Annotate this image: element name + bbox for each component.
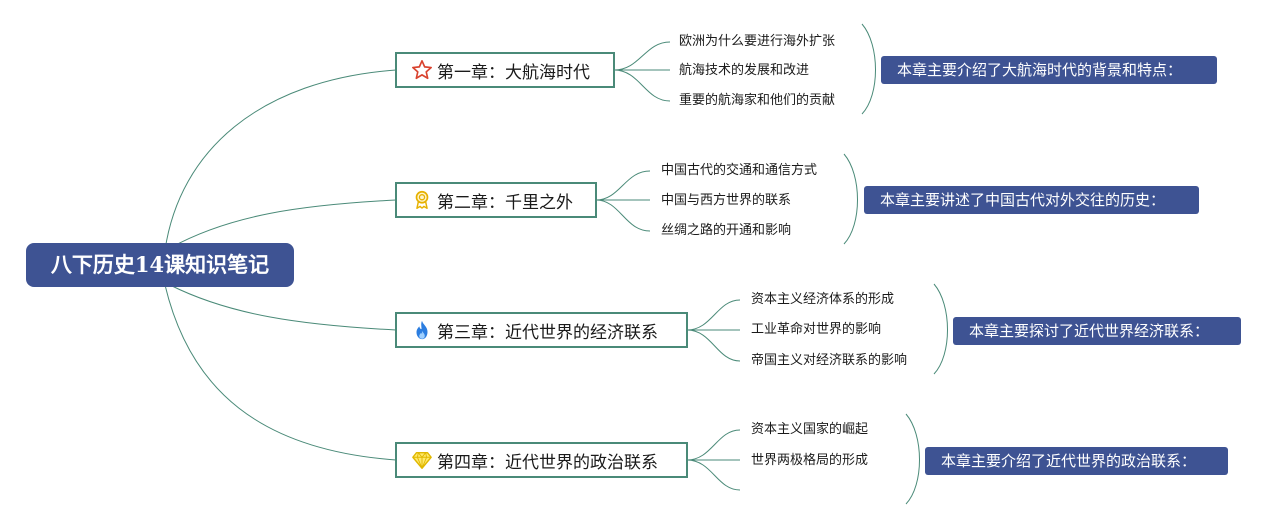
chapter-4-branch-line <box>686 429 741 461</box>
chapter-1-node[interactable]: 第一章：大航海时代 <box>395 52 615 88</box>
diamond-icon <box>411 449 433 471</box>
chapter-4-title: 第四章：近代世界的政治联系 <box>437 452 658 473</box>
chapter-3-brace <box>933 283 948 375</box>
chapter-1-summary[interactable]: 本章主要介绍了大航海时代的背景和特点： <box>881 56 1217 84</box>
root-to-chapter-2-line <box>169 199 397 249</box>
chapter-2-title: 第二章：千里之外 <box>437 192 573 213</box>
award-ribbon-icon <box>411 189 433 211</box>
chapter-2-point-1[interactable]: 中国古代的交通和通信方式 <box>661 163 818 178</box>
chapter-4-point-1[interactable]: 资本主义国家的崛起 <box>751 422 869 437</box>
chapter-1-brace <box>861 23 876 115</box>
chapter-1-point-1[interactable]: 欧洲为什么要进行海外扩张 <box>679 34 836 49</box>
chapter-3-point-2[interactable]: 工业革命对世界的影响 <box>751 322 882 337</box>
chapter-2-summary[interactable]: 本章主要讲述了中国古代对外交往的历史： <box>864 186 1199 214</box>
chapter-4-point-2[interactable]: 世界两极格局的形成 <box>751 453 869 468</box>
star-icon <box>411 59 433 81</box>
chapter-3-point-1[interactable]: 资本主义经济体系的形成 <box>751 292 895 307</box>
root-to-chapter-3-line <box>169 284 397 331</box>
chapter-1-title: 第一章：大航海时代 <box>437 62 590 83</box>
flame-icon <box>411 319 433 341</box>
chapter-1-point-2[interactable]: 航海技术的发展和改进 <box>679 63 810 78</box>
chapter-3-title: 第三章：近代世界的经济联系 <box>437 322 658 343</box>
root-to-chapter-1-line <box>164 69 397 251</box>
chapter-3-node[interactable]: 第三章：近代世界的经济联系 <box>395 312 688 348</box>
chapter-2-branch-line <box>595 170 651 201</box>
chapter-4-summary[interactable]: 本章主要介绍了近代世界的政治联系： <box>925 447 1228 475</box>
chapter-2-brace <box>843 153 858 245</box>
chapter-3-summary[interactable]: 本章主要探讨了近代世界经济联系： <box>953 317 1241 345</box>
chapter-4-node[interactable]: 第四章：近代世界的政治联系 <box>395 442 688 478</box>
chapter-3-point-3[interactable]: 帝国主义对经济联系的影响 <box>751 353 908 368</box>
chapter-1-branch-line <box>613 69 671 102</box>
chapter-2-point-3[interactable]: 丝绸之路的开通和影响 <box>661 223 792 238</box>
chapter-2-node[interactable]: 第二章：千里之外 <box>395 182 597 218</box>
root-to-chapter-4-line <box>164 284 397 461</box>
root-topic[interactable]: 八下历史14课知识笔记 <box>26 243 294 287</box>
chapter-1-point-3[interactable]: 重要的航海家和他们的贡献 <box>679 93 836 108</box>
chapter-3-branch-line <box>686 299 741 331</box>
chapter-3-branch-line <box>686 329 741 362</box>
chapter-1-branch-line <box>613 41 671 71</box>
chapter-2-branch-line <box>595 199 651 232</box>
chapter-2-point-2[interactable]: 中国与西方世界的联系 <box>661 193 792 208</box>
chapter-4-branch-line <box>686 459 741 491</box>
chapter-4-brace <box>905 413 920 505</box>
